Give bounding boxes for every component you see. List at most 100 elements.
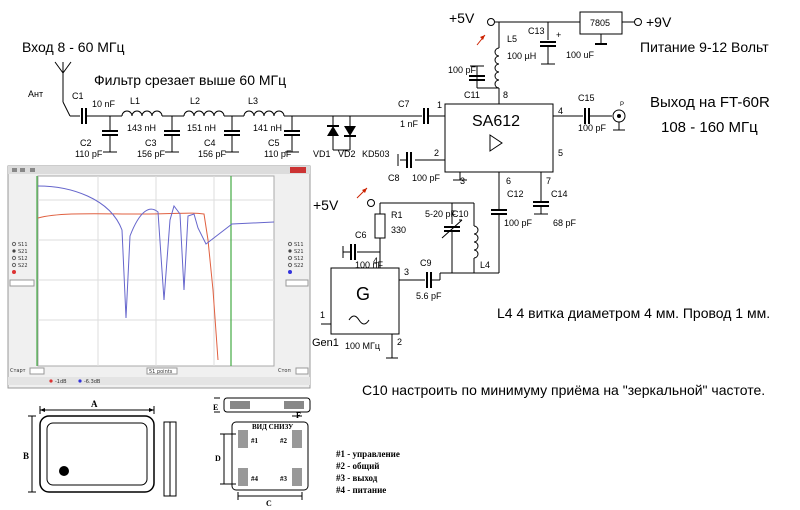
c15-label: C15 [578, 93, 595, 103]
c9-value: 5.6 pF [416, 291, 442, 301]
capacitor-c1 [81, 108, 87, 124]
connector-label: P [620, 102, 624, 108]
start-label: Старт [10, 368, 26, 374]
capacitor-c3 [164, 116, 180, 153]
s21-trace [37, 212, 219, 361]
capacitor-c5 [284, 116, 300, 153]
plus5-terminal-top [487, 18, 495, 26]
l2-value: 151 nH [187, 123, 216, 133]
sa612-pin7: 7 [546, 176, 551, 186]
bottom-view-label: ВИД СНИЗУ [252, 423, 293, 431]
c11-label: C11 [464, 90, 480, 100]
antenna-symbol [54, 61, 72, 102]
diode-vd1 [327, 116, 339, 150]
pin-legend: #1 - управление #2 - общий #3 - выход #4… [336, 449, 400, 495]
pin-legend-item-3: #3 - выход [336, 473, 378, 483]
dim-b-label: B [23, 451, 29, 461]
sa612-pin4: 4 [558, 106, 563, 116]
c14-label: C14 [551, 189, 568, 199]
package-top-view [28, 406, 155, 493]
r1-label: R1 [391, 210, 403, 220]
antenna-label: Ант [28, 89, 43, 99]
sine-wave-icon [348, 315, 370, 325]
capacitor-c4 [224, 116, 240, 153]
r1-value: 330 [391, 225, 406, 235]
pin-legend-item-4: #4 - питание [336, 485, 386, 495]
c7-value: 1 nF [400, 119, 419, 129]
radio-right-s12[interactable]: S12 [294, 256, 304, 262]
dim-d-label: D [215, 454, 221, 463]
gen-pin1: 1 [320, 310, 325, 320]
dim-c-label: C [266, 499, 272, 508]
c12-label: C12 [507, 189, 524, 199]
plus9-label: +9V [646, 14, 672, 30]
c14-value: 68 pF [553, 218, 577, 228]
radio-group-left [11, 241, 17, 274]
input-range-note: Вход 8 - 60 МГц [22, 39, 125, 55]
radio-left-s12[interactable]: S12 [18, 256, 28, 262]
l3-label: L3 [248, 96, 258, 106]
radio-right-s22[interactable]: S22 [294, 263, 304, 269]
radio-left-s21[interactable]: S21 [18, 249, 28, 255]
sa612-pin1: 1 [437, 100, 442, 110]
readout-s21: -6.3dB [84, 379, 101, 385]
l4-label: L4 [480, 260, 490, 270]
c4-label: C4 [204, 138, 216, 148]
left-dropdown[interactable] [9, 279, 35, 287]
package-bottom-view [220, 415, 309, 500]
c3-value: 156 pF [137, 149, 166, 159]
sa612-pin6: 6 [506, 176, 511, 186]
c13-label: C13 [528, 26, 545, 36]
output-note-line2: 108 - 160 МГц [661, 119, 758, 136]
c5-label: C5 [268, 138, 280, 148]
c1-value: 10 nF [92, 99, 116, 109]
vd1-label: VD1 [313, 149, 331, 159]
diode-vd2 [344, 116, 356, 150]
right-dropdown[interactable] [285, 279, 309, 287]
c10-value: 5-20 pF [425, 209, 457, 219]
package-edge-view [214, 397, 311, 413]
regulator-label: 7805 [590, 18, 610, 28]
sa612-pin3: 3 [460, 176, 465, 186]
inductor-l4 [473, 225, 479, 259]
sa612-chip [444, 103, 554, 173]
analyzer-status-bar [8, 377, 310, 385]
radio-left-s22[interactable]: S22 [18, 263, 28, 269]
pad-2-label: #2 [280, 437, 288, 445]
sa612-pin5: 5 [558, 148, 563, 158]
c2-label: C2 [80, 138, 92, 148]
stop-label: Стоп [278, 368, 291, 374]
l1-value: 143 nH [127, 123, 156, 133]
start-input[interactable] [29, 367, 45, 375]
network-analyzer-window [7, 165, 311, 389]
plus9-terminal [634, 18, 642, 26]
radio-group-right [287, 241, 293, 274]
power-note: Питание 9-12 Вольт [640, 39, 769, 55]
capacitor-c10-trimmer [441, 219, 463, 273]
points-field[interactable] [146, 367, 178, 375]
generator-gen1 [330, 267, 400, 335]
radio-right-s11[interactable]: S11 [294, 242, 304, 248]
pad-3-label: #3 [280, 475, 288, 483]
l5-label: L5 [507, 34, 517, 44]
c13-value: 100 uF [566, 50, 595, 60]
inductor-l2 [183, 110, 225, 117]
pin-legend-item-2: #2 - общий [336, 461, 379, 471]
inductor-l3 [243, 110, 285, 117]
pad-4-label: #4 [251, 475, 259, 483]
radio-right-s21[interactable]: S21 [294, 249, 304, 255]
capacitor-c11 [469, 65, 485, 88]
radio-left-s11[interactable]: S11 [18, 242, 28, 248]
l2-label: L2 [190, 96, 200, 106]
resistor-r1 [374, 213, 386, 239]
capacitor-c15 [584, 108, 590, 124]
plus5-label-top: +5V [449, 10, 475, 26]
diode-type-label: KD503 [362, 149, 390, 159]
vd2-label: VD2 [338, 149, 356, 159]
l5-value: 100 µH [507, 51, 536, 61]
stop-input[interactable] [295, 367, 309, 375]
c8-value: 100 pF [412, 173, 441, 183]
plus5-terminal-mid [367, 199, 375, 207]
c3-label: C3 [145, 138, 157, 148]
capacitor-c6 [342, 244, 356, 260]
